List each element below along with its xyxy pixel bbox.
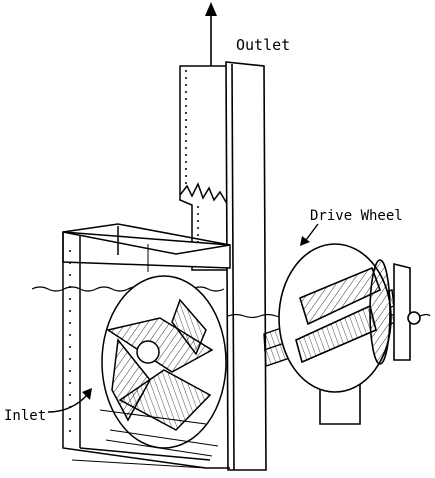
inlet-label: Inlet	[4, 408, 46, 424]
outlet-arrow	[205, 2, 217, 72]
drive-wheel-label: Drive Wheel	[310, 208, 403, 224]
inlet-arrow	[47, 388, 92, 413]
screw-rotor	[99, 275, 227, 457]
outlet-label: Outlet	[236, 36, 290, 54]
support-column	[225, 61, 267, 471]
inlet-housing	[62, 223, 231, 469]
drive-wheel	[278, 243, 421, 425]
outlet-pipe	[179, 65, 233, 271]
drive-wheel-arrow	[300, 223, 319, 246]
